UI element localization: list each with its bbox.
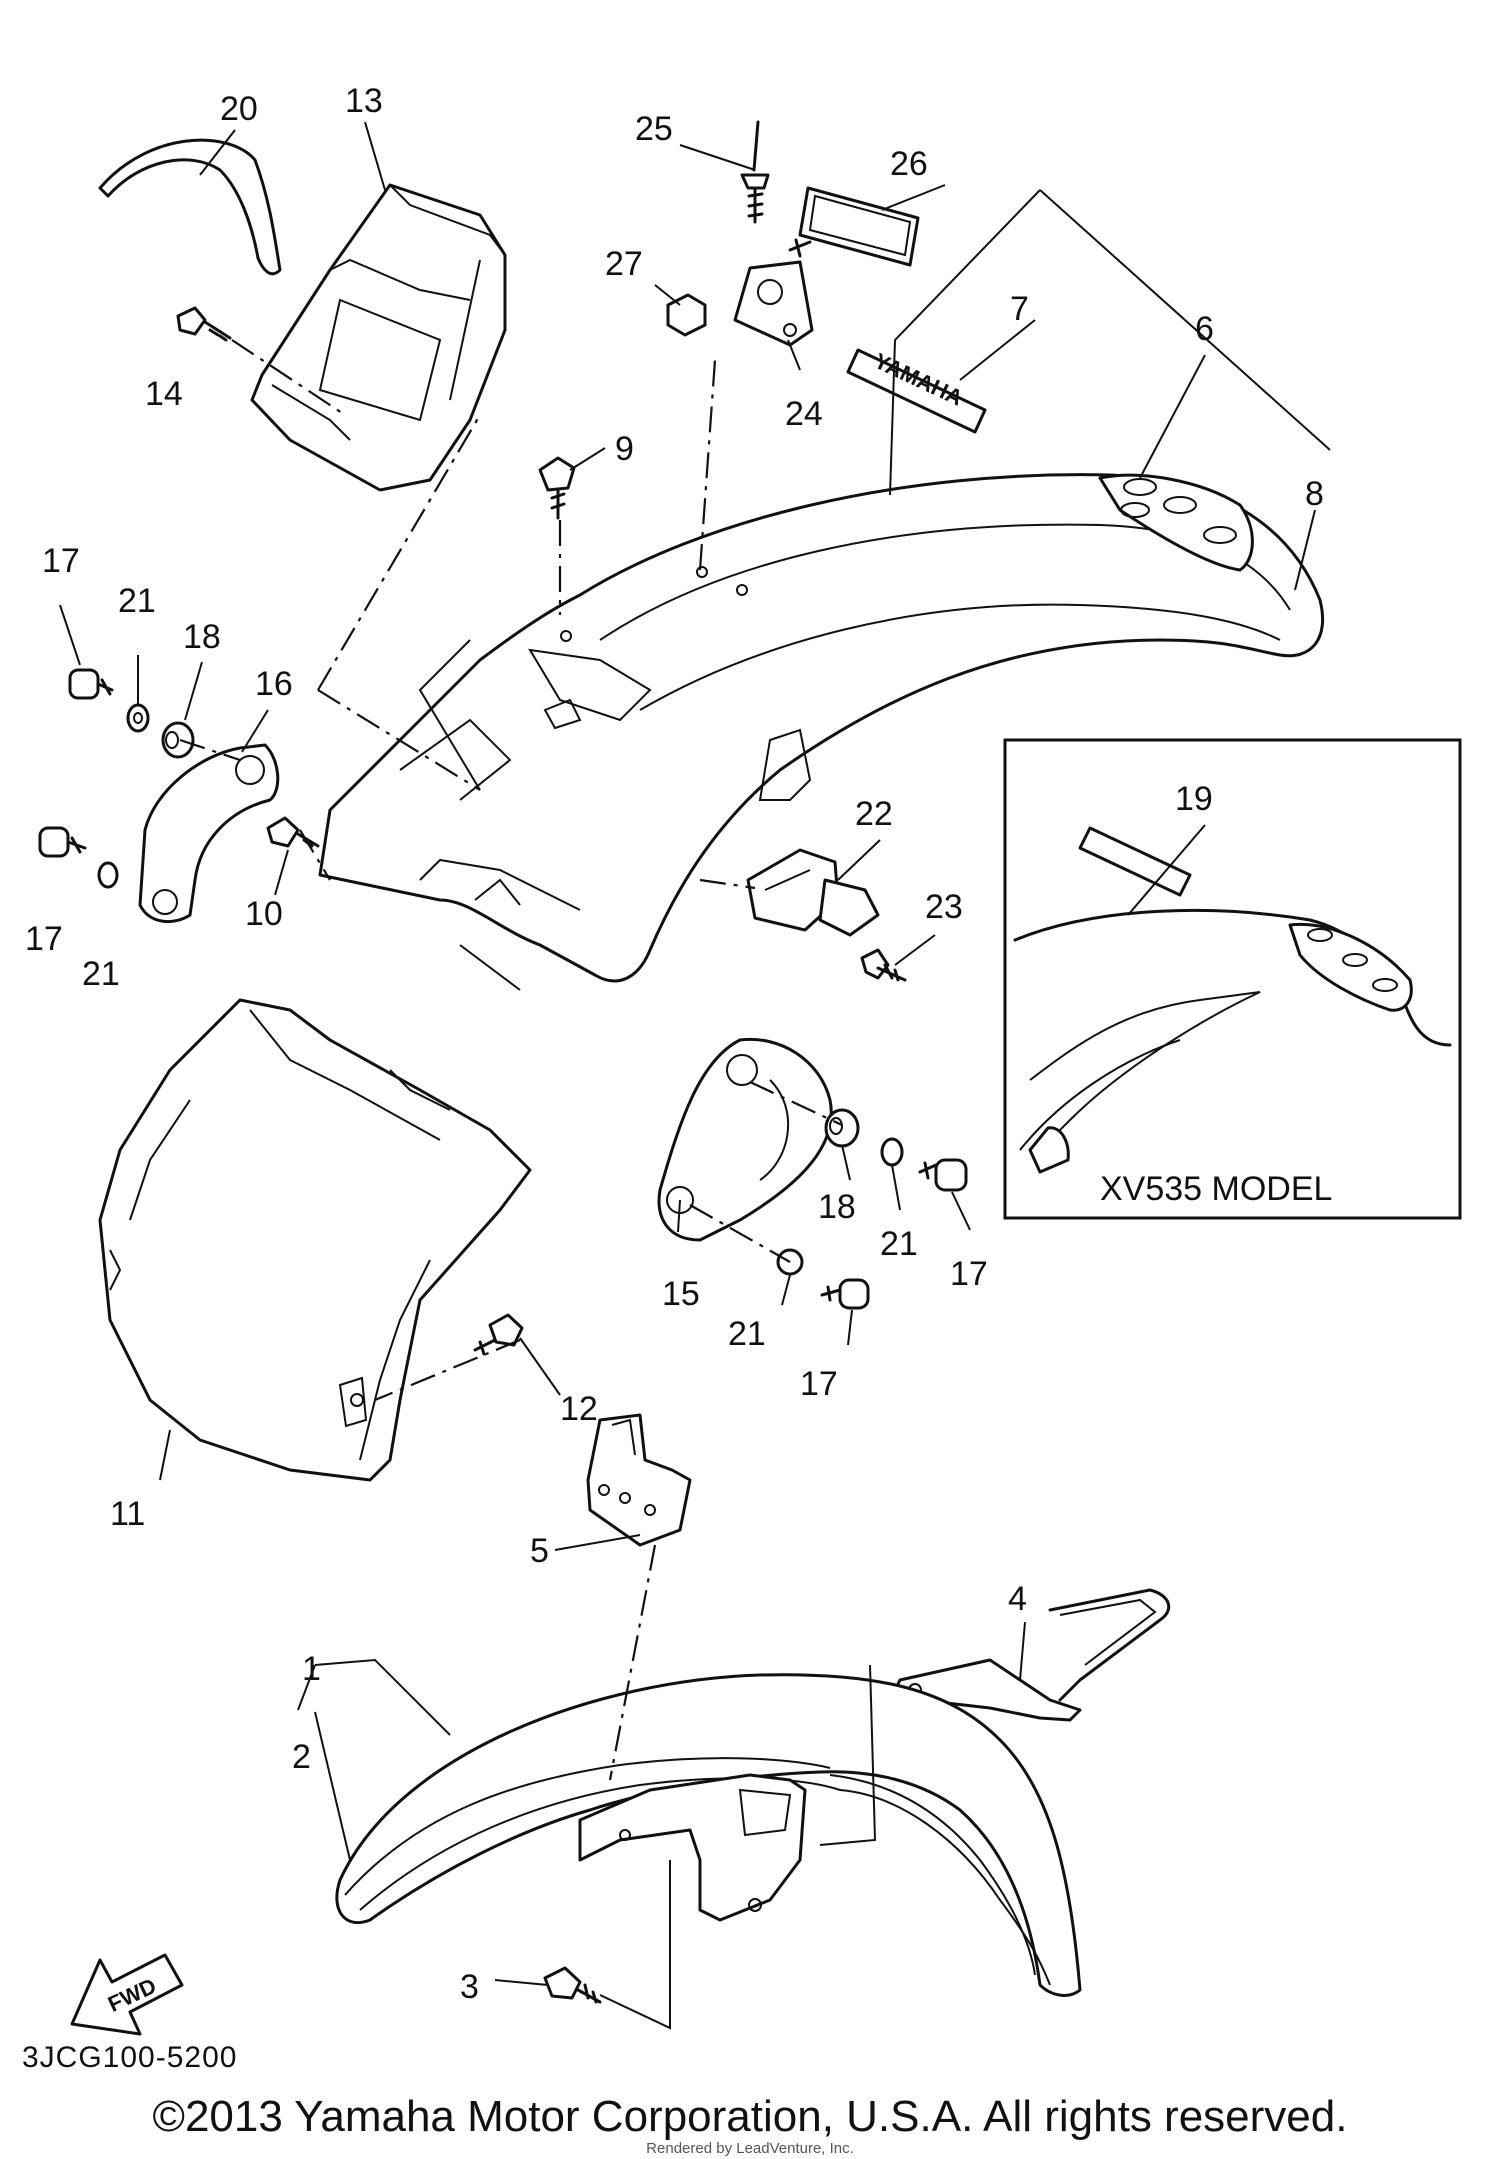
- callout-22: 22: [855, 795, 893, 833]
- callout-2: 2: [292, 1738, 311, 1776]
- part-27-nut: [666, 293, 707, 337]
- fwd-arrow: FWD: [70, 1953, 184, 2036]
- callout-numbers: 20 13 14 25 26 27 24 7 6 8 9 17 21 18 16…: [25, 82, 1324, 2006]
- callout-4: 4: [1008, 1580, 1027, 1618]
- part-12-bolt: [473, 1313, 524, 1356]
- callout-17-right-lower: 17: [800, 1365, 838, 1403]
- part-5-bracket: [586, 1413, 692, 1547]
- callout-19: 19: [1175, 780, 1213, 818]
- part-10-bolt: [266, 816, 320, 848]
- part-7-decal: YAMAHA: [846, 348, 987, 434]
- part-21-washer-upper-left: [126, 703, 150, 733]
- callout-1: 1: [302, 1650, 321, 1688]
- callout-16: 16: [255, 665, 293, 703]
- callout-24: 24: [785, 395, 823, 433]
- callout-17-upper-left: 17: [42, 542, 80, 580]
- callout-26: 26: [890, 145, 928, 183]
- part-25-screw: [740, 120, 770, 224]
- part-17-bolt-right-upper: [918, 1158, 968, 1192]
- part-18-collar-upper-left: [161, 721, 195, 759]
- callout-21-lower-left: 21: [82, 955, 120, 993]
- copyright-notice: ©2013 Yamaha Motor Corporation, U.S.A. A…: [152, 2092, 1348, 2141]
- part-3-bolt: [543, 1966, 602, 2004]
- callout-27: 27: [605, 245, 643, 283]
- rendered-by-credit: Rendered by LeadVenture, Inc.: [646, 2140, 854, 2157]
- callout-12: 12: [560, 1390, 598, 1428]
- callout-15: 15: [662, 1275, 700, 1313]
- part-17-bolt-right-lower: [820, 1278, 870, 1310]
- callout-20: 20: [220, 90, 258, 128]
- callout-25: 25: [635, 110, 673, 148]
- part-22-lamp-bracket: [746, 848, 880, 937]
- callout-13: 13: [345, 82, 383, 120]
- callout-23: 23: [925, 888, 963, 926]
- callout-17-right-upper: 17: [950, 1255, 988, 1293]
- part-15-bracket: [657, 1037, 833, 1242]
- part-17-bolt-upper-left: [68, 668, 114, 700]
- part-16-bracket: [138, 743, 280, 924]
- callout-18-upper-left: 18: [183, 618, 221, 656]
- callout-8: 8: [1305, 475, 1324, 513]
- callout-5: 5: [530, 1532, 549, 1570]
- inset-xv535-model: 19 XV535 MODEL: [1003, 738, 1462, 1220]
- callout-10: 10: [245, 895, 283, 933]
- part-23-screw: [860, 948, 907, 982]
- part-17-bolt-lower-left: [38, 826, 87, 858]
- part-21-washer-right-upper: [880, 1137, 904, 1167]
- callout-21-upper-left: 21: [118, 582, 156, 620]
- part-26-reflector: [788, 186, 920, 267]
- callout-leaders: [59, 121, 1331, 1986]
- part-24-bracket: [733, 260, 814, 347]
- part-11-inner-fender: [98, 998, 532, 1482]
- part-1-front-fender: [335, 1673, 1082, 1997]
- diagram-code: 3JCG100-5200: [22, 2041, 237, 2074]
- part-13-cover-box: [250, 183, 507, 492]
- callout-21-right-upper: 21: [880, 1225, 918, 1263]
- part-18-collar-right: [824, 1108, 860, 1148]
- part-9-bolt: [538, 456, 576, 520]
- callout-17-lower-left: 17: [25, 920, 63, 958]
- part-20-seal-strip: [98, 138, 282, 276]
- callout-11: 11: [110, 1495, 145, 1533]
- callout-14: 14: [145, 375, 183, 413]
- callout-3: 3: [460, 1968, 479, 2006]
- assembly-lines: [179, 339, 877, 2030]
- inset-label: XV535 MODEL: [1100, 1170, 1332, 1208]
- callout-6: 6: [1195, 310, 1214, 348]
- callout-21-right-lower: 21: [728, 1315, 766, 1353]
- part-14-bolt: [176, 306, 232, 342]
- callout-18-right: 18: [818, 1188, 856, 1226]
- callout-7: 7: [1010, 290, 1029, 328]
- callout-9: 9: [615, 430, 634, 468]
- part-21-washer-lower-left: [97, 861, 119, 889]
- part-6-tail-pad: [1098, 473, 1254, 572]
